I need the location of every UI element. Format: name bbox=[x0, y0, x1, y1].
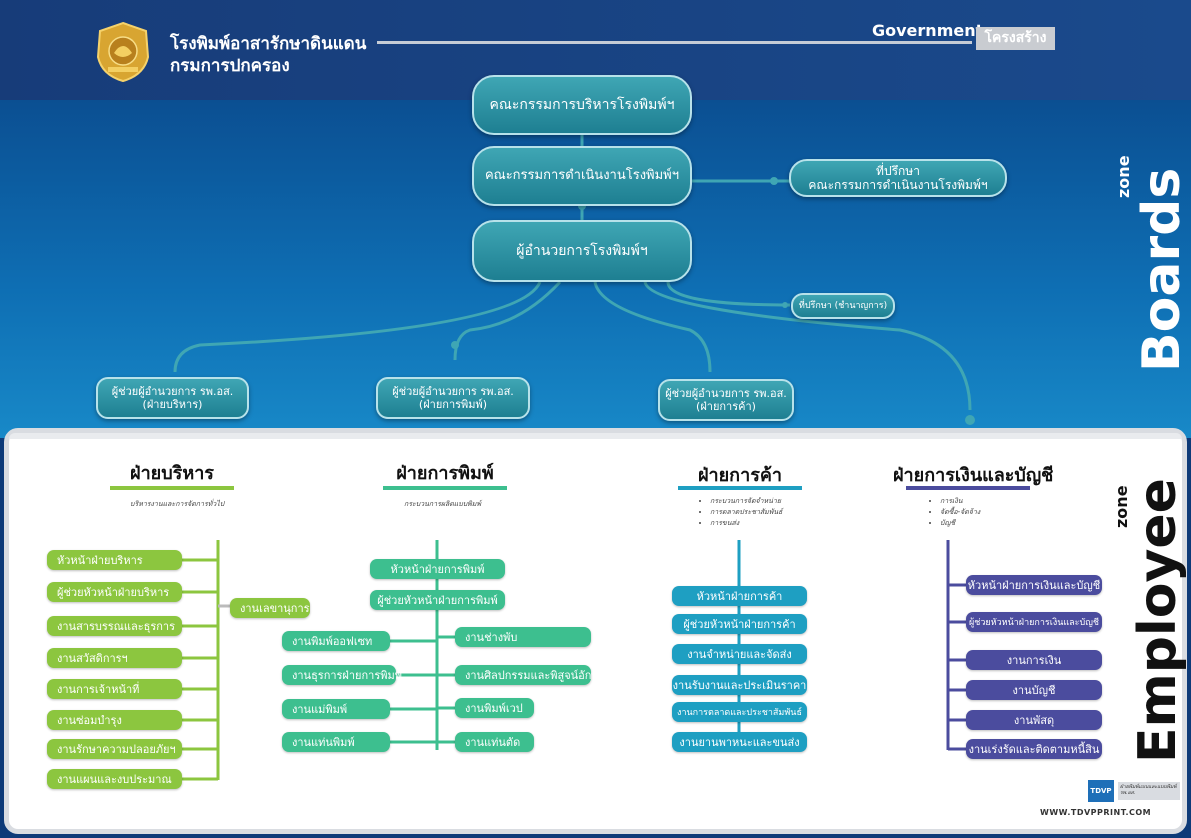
government-label: Government bbox=[872, 21, 984, 40]
admin-dept-bar bbox=[110, 486, 234, 490]
committee-advisor-node: ที่ปรึกษาคณะกรรมการดำเนินงานโรงพิมพ์ฯ bbox=[789, 159, 1007, 197]
org-name-line2: กรมการปกครอง bbox=[170, 56, 290, 76]
admin-item: งานแผนและงบประมาณ bbox=[47, 769, 182, 789]
trade-item: ผู้ช่วยหัวหน้าฝ่ายการค้า bbox=[672, 614, 807, 634]
admin-dept-title: ฝ่ายบริหาร bbox=[130, 463, 214, 484]
trade-item: งานการตลาดและประชาสัมพันธ์ bbox=[672, 702, 807, 722]
assistant-director-printing-node: ผู้ช่วยผู้อำนวยการ รพ.อส.(ฝ่ายการพิมพ์) bbox=[376, 377, 530, 419]
printing-right-item: งานพิมพ์เวป bbox=[455, 698, 534, 718]
admin-item: ผู้ช่วยหัวหน้าฝ่ายบริหาร bbox=[47, 582, 182, 602]
admin-item: หัวหน้าฝ่ายบริหาร bbox=[47, 550, 182, 570]
seal-emblem-icon bbox=[96, 21, 150, 83]
finance-dept-bar bbox=[906, 486, 1030, 490]
employee-zone-title: Employee bbox=[1128, 478, 1188, 763]
printing-right-item: งานแท่นตัด bbox=[455, 732, 534, 752]
employee-zone-label: zone bbox=[1112, 485, 1131, 528]
boards-zone-label: zone bbox=[1114, 155, 1133, 198]
trade-item: งานยานพาหนะและขนส่ง bbox=[672, 732, 807, 752]
expert-advisor-node: ที่ปรึกษา (ชำนาญการ) bbox=[791, 293, 895, 319]
assistant-director-admin-node: ผู้ช่วยผู้อำนวยการ รพ.อส.(ฝ่ายบริหาร) bbox=[96, 377, 249, 419]
printing-right-item: งานช่างพับ bbox=[455, 627, 591, 647]
admin-item: งานการเจ้าหน้าที่ bbox=[47, 679, 182, 699]
structure-badge: โครงสร้าง bbox=[976, 27, 1055, 50]
printing-head: หัวหน้าฝ่ายการพิมพ์ bbox=[370, 559, 505, 579]
printing-right-item: งานศิลปกรรมและพิสูจน์อักษร bbox=[455, 665, 605, 685]
website-link[interactable]: WWW.TDVPPRINT.COM bbox=[1040, 808, 1152, 817]
printing-left-item: งานแท่นพิมพ์ bbox=[282, 732, 390, 752]
org-name-line1: โรงพิมพ์อาสารักษาดินแดน bbox=[170, 34, 367, 54]
printing-left-item: งานพิมพ์ออฟเซท bbox=[282, 631, 390, 651]
finance-item: งานเร่งรัดและติดตามหนี้สิน bbox=[966, 739, 1102, 759]
trade-dept-bullets: กระบวนการจัดจำหน่ายการตลาดประชาสัมพันธ์ก… bbox=[700, 496, 782, 529]
admin-item: งานรักษาความปลอยภัยฯ bbox=[47, 739, 182, 759]
printing-dept-subtitle: กระบวนการผลิตแบบพิมพ์ bbox=[404, 500, 482, 508]
printing-dept-title: ฝ่ายการพิมพ์ bbox=[396, 463, 494, 484]
operations-committee-node: คณะกรรมการดำเนินงานโรงพิมพ์ฯ bbox=[472, 146, 692, 206]
finance-item: งานบัญชี bbox=[966, 680, 1102, 700]
trade-item: งานรับงานและประเมินราคา bbox=[672, 675, 807, 695]
printing-left-item: งานธุรการฝ่ายการพิมพ์ bbox=[282, 665, 402, 685]
printing-dept-bar bbox=[383, 486, 507, 490]
tdvp-logo-icon: TDVP bbox=[1088, 780, 1114, 802]
admin-item: งานสารบรรณและธุรการ bbox=[47, 616, 182, 636]
trade-item: งานจำหน่ายและจัดส่ง bbox=[672, 644, 807, 664]
logo-caption: ฝ่ายพิมพ์แบบและแบบพิมพ์ รพ.อส. bbox=[1118, 782, 1180, 800]
printing-assistant: ผู้ช่วยหัวหน้าฝ่ายการพิมพ์ bbox=[370, 590, 505, 610]
trade-dept-title: ฝ่ายการค้า bbox=[697, 465, 783, 486]
finance-item: งานพัสดุ bbox=[966, 710, 1102, 730]
trade-dept-bar bbox=[678, 486, 802, 490]
finance-item: ผู้ช่วยหัวหน้าฝ่ายการเงินและบัญชี bbox=[966, 612, 1102, 632]
finance-dept-bullets: การเงินจัดซื้อ-จัดจ้างบัญชี bbox=[930, 496, 980, 529]
finance-item: หัวหน้าฝ่ายการเงินและบัญชี bbox=[966, 575, 1102, 595]
director-node: ผู้อำนวยการโรงพิมพ์ฯ bbox=[472, 220, 692, 282]
admin-item: งานซ่อมบำรุง bbox=[47, 710, 182, 730]
admin-item: งานสวัสดิการฯ bbox=[47, 648, 182, 668]
finance-item: งานการเงิน bbox=[966, 650, 1102, 670]
assistant-director-trade-node: ผู้ช่วยผู้อำนวยการ รพ.อส.(ฝ่ายการค้า) bbox=[658, 379, 794, 421]
admin-dept-subtitle: บริหารงานและการจัดการทั่วไป bbox=[130, 500, 225, 508]
header-divider bbox=[377, 41, 972, 44]
board-directors-node: คณะกรรมการบริหารโรงพิมพ์ฯ bbox=[472, 75, 692, 135]
trade-item: หัวหน้าฝ่ายการค้า bbox=[672, 586, 807, 606]
boards-zone-title: Boards bbox=[1132, 167, 1191, 372]
secretary-item: งานเลขานุการ bbox=[230, 598, 310, 618]
finance-dept-title: ฝ่ายการเงินและบัญชี bbox=[893, 465, 1054, 486]
printing-left-item: งานแม่พิมพ์ bbox=[282, 699, 390, 719]
